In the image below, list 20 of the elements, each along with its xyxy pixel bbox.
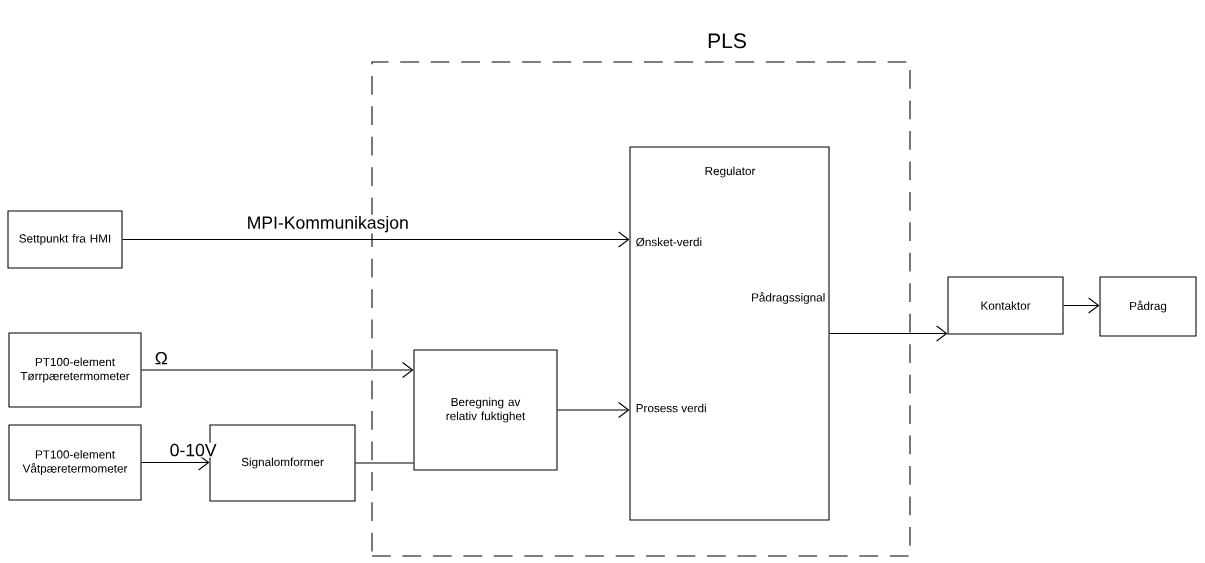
process-box: Kontaktor <box>947 276 1064 335</box>
process-box: PT100-element Våtpæretermometer <box>8 424 142 501</box>
edge-label: 0-10V <box>168 442 218 458</box>
port-label: Pådragssignal <box>752 292 825 304</box>
edge-label: MPI-Kommunikasjon <box>245 214 410 234</box>
edge-label: Ω <box>153 350 169 366</box>
arrow <box>1063 297 1100 314</box>
block-title: Regulator <box>705 166 756 178</box>
arrow <box>829 325 948 342</box>
process-box: Settpunkt fra HMI <box>7 210 123 269</box>
process-box: PT100-element Tørrpæretermometer <box>8 332 142 408</box>
port-label: Ønsket-verdi <box>636 237 702 247</box>
process-box: Pådrag <box>1099 276 1197 337</box>
arrow <box>141 361 414 379</box>
boundary-title: PLS <box>708 33 746 49</box>
arrow <box>141 454 210 471</box>
port-label: Prosess verdi <box>636 403 706 413</box>
arrow <box>557 401 630 419</box>
process-box: Beregning av relativ fuktighet <box>413 349 558 471</box>
arrow <box>122 231 630 248</box>
